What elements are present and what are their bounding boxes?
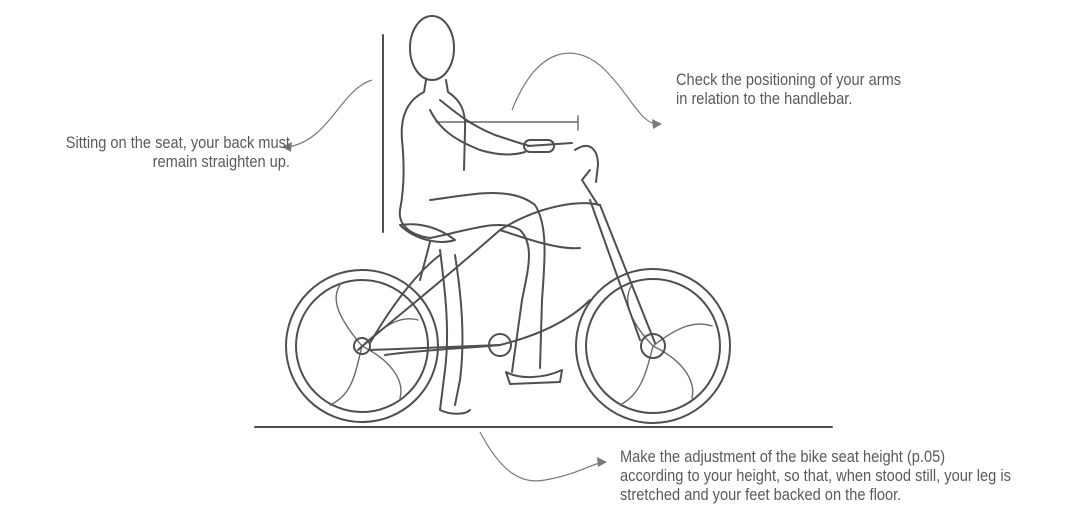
seat-annotation-line-3: stretched and your feet backed on the fl… bbox=[620, 485, 1011, 504]
arm-guide-line bbox=[436, 116, 578, 130]
back-pointer bbox=[282, 80, 372, 152]
seat-annotation: Make the adjustment of the bike seat hei… bbox=[620, 447, 1011, 504]
arms-annotation-line-1: Check the positioning of your arms bbox=[676, 70, 901, 89]
back-annotation-line-1: Sitting on the seat, your back must bbox=[32, 133, 290, 152]
arms-annotation-line-2: in relation to the handlebar. bbox=[676, 89, 901, 108]
back-annotation: Sitting on the seat, your back must rema… bbox=[32, 133, 290, 171]
arms-pointer bbox=[512, 53, 662, 129]
seat-annotation-line-1: Make the adjustment of the bike seat hei… bbox=[620, 447, 1011, 466]
rider-figure bbox=[400, 16, 562, 414]
back-annotation-line-2: remain straighten up. bbox=[32, 152, 290, 171]
seat-annotation-line-2: according to your height, so that, when … bbox=[620, 466, 1011, 485]
arms-annotation: Check the positioning of your arms in re… bbox=[676, 70, 901, 108]
front-wheel bbox=[576, 269, 730, 423]
seat-pointer bbox=[480, 432, 607, 481]
